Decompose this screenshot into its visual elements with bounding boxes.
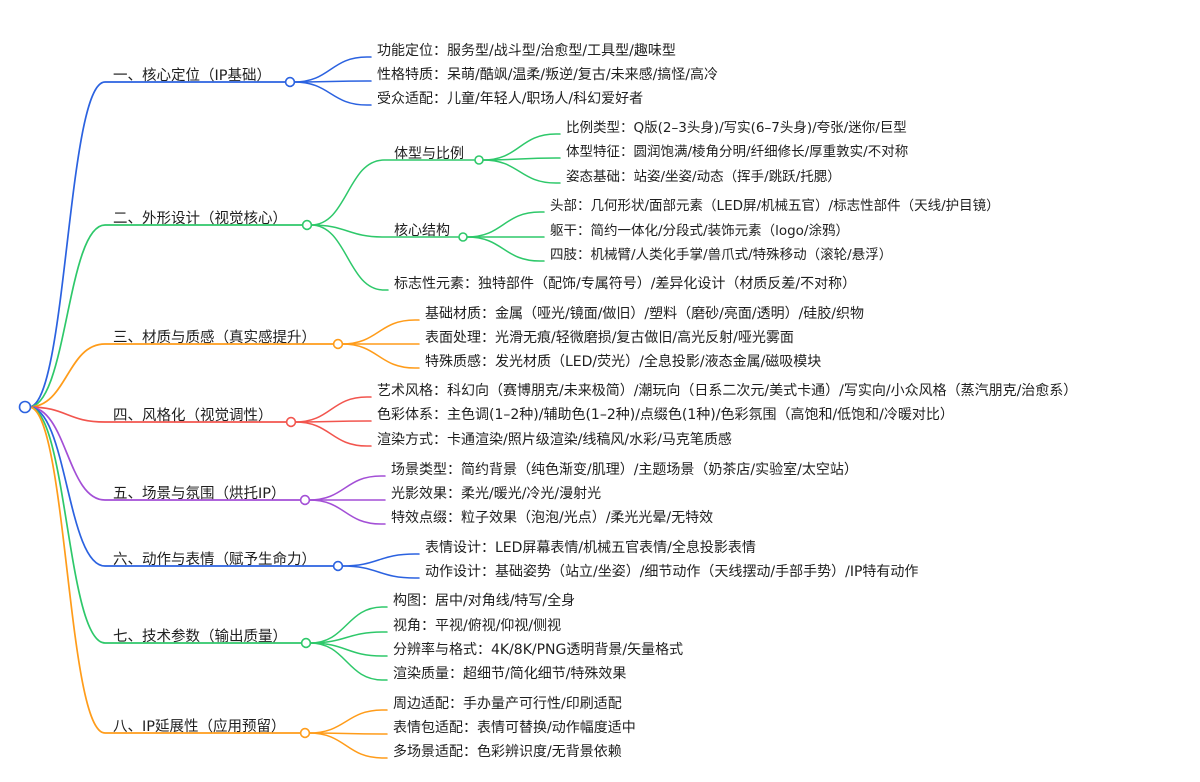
branch-5-child-1: 场景类型：简约背景（纯色渐变/肌理）/主题场景（奶茶店/实验室/太空站） (391, 462, 858, 478)
branch-2-child-1-leaf-2: 体型特征：圆润饱满/棱角分明/纤细修长/厚重敦实/不对称 (566, 144, 909, 160)
branch-7-child-connector-1 (309, 606, 388, 644)
branch-6-child-2: 动作设计：基础姿势（站立/坐姿）/细节动作（天线摆动/手部手势）/IP特有动作 (425, 564, 919, 580)
branch-3-child-connector-3 (341, 343, 420, 369)
branch-1-child-connector-3 (293, 81, 372, 106)
branch-2-child-2-leaf-2: 躯干：简约一体化/分段式/装饰元素（logo/涂鸦） (550, 223, 849, 239)
branch-node-6[interactable]: 六、动作与表情（赋予生命力） (113, 552, 316, 568)
branch-8-child-2: 表情包适配：表情可替换/动作幅度适中 (393, 720, 636, 736)
branch-4-child-3: 渲染方式：卡通渲染/照片级渲染/线稿风/水彩/马克笔质感 (377, 432, 732, 448)
branch-7-child-4: 渲染质量：超细节/简化细节/特殊效果 (393, 666, 627, 682)
branch-8-child-3: 多场景适配：色彩辨识度/无背景依赖 (393, 744, 622, 760)
branch-6-child-connector-1 (341, 553, 420, 567)
branch-2-child-connector-3 (310, 224, 389, 291)
branch-7-child-connector-2 (309, 631, 388, 644)
branch-4-child-connector-1 (294, 396, 372, 423)
branch-4-child-connector-2 (294, 420, 372, 423)
branch-1-child-1: 功能定位：服务型/战斗型/治愈型/工具型/趣味型 (377, 43, 676, 59)
branch-2-child-1-leaf-connector-3 (482, 159, 561, 184)
branch-node-4[interactable]: 四、风格化（视觉调性） (113, 408, 273, 424)
branch-connector-6 (28, 406, 334, 567)
branch-4-child-1: 艺术风格：科幻向（赛博朋克/未来极简）/潮玩向（日系二次元/美式卡通）/写实向/… (377, 383, 1078, 399)
branch-node-7[interactable]: 七、技术参数（输出质量） (113, 629, 287, 645)
branch-7-child-1: 构图：居中/对角线/特写/全身 (393, 593, 576, 609)
branch-2-child-connector-1 (310, 159, 475, 226)
branch-node-3[interactable]: 三、材质与质感（真实感提升） (113, 330, 316, 346)
branch-4-child-2: 色彩体系：主色调(1–2种)/辅助色(1–2种)/点缀色(1种)/色彩氛围（高饱… (377, 407, 954, 423)
branch-8-child-connector-3 (308, 732, 388, 759)
branch-connector-3 (28, 343, 334, 408)
branch-8-child-connector-1 (308, 709, 388, 734)
branch-7-child-connector-3 (309, 642, 388, 657)
branch-4-collapse-toggle[interactable] (285, 416, 297, 428)
branch-6-child-connector-2 (341, 565, 420, 579)
branch-1-child-connector-1 (293, 56, 372, 83)
branch-2-child-1-leaf-connector-1 (482, 133, 561, 161)
branch-2-child-1[interactable]: 体型与比例 (394, 146, 464, 162)
branch-1-collapse-toggle[interactable] (284, 76, 296, 88)
branch-3-child-connector-1 (341, 319, 420, 345)
branch-5-child-connector-3 (308, 499, 386, 525)
branch-node-8[interactable]: 八、IP延展性（应用预留） (113, 719, 286, 735)
branch-connector-1 (28, 81, 286, 408)
branch-connector-7 (28, 406, 302, 644)
root-node-toggle[interactable] (18, 400, 32, 414)
branch-2-child-1-leaf-3: 姿态基础：站姿/坐姿/动态（挥手/跳跃/托腮） (566, 169, 841, 185)
branch-2-collapse-toggle[interactable] (301, 219, 313, 231)
branch-4-child-connector-3 (294, 421, 372, 447)
branch-5-child-2: 光影效果：柔光/暖光/冷光/漫射光 (391, 486, 602, 502)
branch-2-child-3: 标志性元素：独特部件（配饰/专属符号）/差异化设计（材质反差/不对称） (394, 276, 857, 292)
branch-node-2[interactable]: 二、外形设计（视觉核心） (113, 211, 287, 227)
branch-2-child-1-leaf-1: 比例类型：Q版(2–3头身)/写实(6–7头身)/夸张/迷你/巨型 (566, 120, 907, 136)
branch-5-child-3: 特效点缀：粒子效果（泡泡/光点）/柔光光晕/无特效 (391, 510, 714, 526)
branch-2-child-2-leaf-connector-1 (466, 211, 545, 238)
branch-1-child-3: 受众适配：儿童/年轻人/职场人/科幻爱好者 (377, 91, 644, 107)
branch-1-child-2: 性格特质：呆萌/酷飒/温柔/叛逆/复古/未来感/搞怪/高冷 (377, 67, 719, 83)
branch-5-collapse-toggle[interactable] (299, 494, 311, 506)
branch-1-child-connector-2 (293, 80, 372, 83)
branch-2-child-2-leaf-1: 头部：几何形状/面部元素（LED屏/机械五官）/标志性部件（天线/护目镜） (550, 198, 1000, 214)
branch-connector-8 (28, 406, 301, 734)
branch-connector-2 (28, 224, 303, 408)
branch-3-collapse-toggle[interactable] (332, 338, 344, 350)
branch-2-child-1-leaf-connector-2 (482, 157, 561, 161)
branch-3-child-2: 表面处理：光滑无痕/轻微磨损/复古做旧/高光反射/哑光雾面 (425, 330, 794, 346)
branch-5-child-connector-1 (308, 475, 386, 501)
branch-6-collapse-toggle[interactable] (332, 560, 344, 572)
branch-connector-4 (28, 406, 287, 423)
branch-7-collapse-toggle[interactable] (300, 637, 312, 649)
branch-2-child-2-leaf-connector-3 (466, 236, 545, 262)
branch-2-child-1-collapse-toggle[interactable] (474, 155, 484, 165)
branch-8-child-connector-2 (308, 732, 388, 735)
branch-2-child-2-collapse-toggle[interactable] (458, 232, 468, 242)
branch-2-child-2[interactable]: 核心结构 (394, 223, 450, 239)
branch-7-child-connector-4 (309, 642, 388, 681)
branch-3-child-3: 特殊质感：发光材质（LED/荧光）/全息投影/液态金属/磁吸模块 (425, 354, 822, 370)
branch-2-child-connector-2 (310, 224, 459, 238)
branch-7-child-3: 分辨率与格式：4K/8K/PNG透明背景/矢量格式 (393, 642, 684, 658)
branch-7-child-2: 视角：平视/俯视/仰视/侧视 (393, 618, 562, 634)
branch-connector-5 (28, 406, 301, 501)
branch-8-collapse-toggle[interactable] (299, 727, 311, 739)
branch-8-child-1: 周边适配：手办量产可行性/印刷适配 (393, 696, 622, 712)
branch-3-child-1: 基础材质：金属（哑光/镜面/做旧）/塑料（磨砂/亮面/透明）/硅胶/织物 (425, 306, 865, 322)
branch-node-1[interactable]: 一、核心定位（IP基础） (113, 68, 272, 84)
branch-node-5[interactable]: 五、场景与氛围（烘托IP） (113, 486, 286, 502)
branch-6-child-1: 表情设计：LED屏幕表情/机械五官表情/全息投影表情 (425, 540, 756, 556)
branch-2-child-2-leaf-3: 四肢：机械臂/人类化手掌/兽爪式/特殊移动（滚轮/悬浮） (550, 247, 893, 263)
